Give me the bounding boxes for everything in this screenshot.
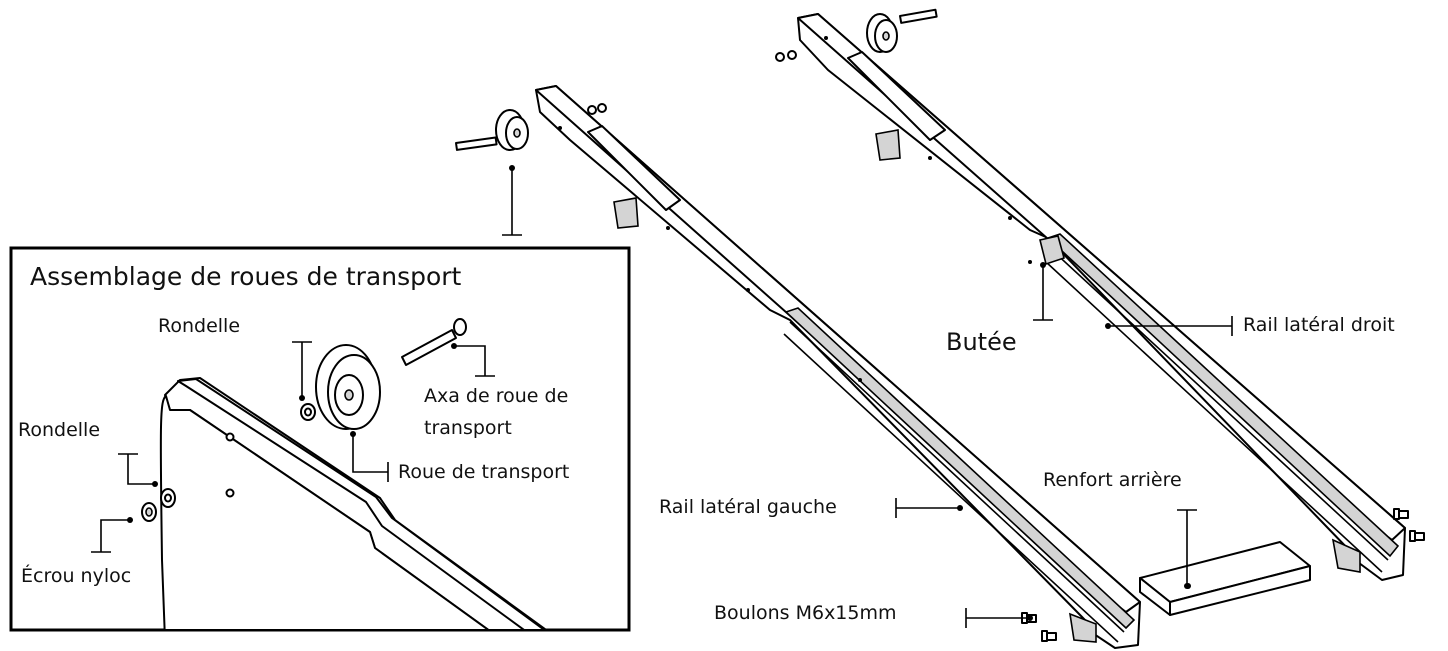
label-axle-line1: Axa de roue de: [424, 385, 569, 407]
left-side-rail: [535, 85, 1141, 649]
label-left-rail: Rail latéral gauche: [659, 496, 837, 518]
inset-panel: [9, 246, 631, 632]
label-bolts: Boulons M6x15mm: [714, 602, 897, 624]
label-nyloc-nut: Écrou nyloc: [21, 565, 132, 587]
label-rondelle-top: Rondelle: [158, 315, 241, 337]
main-leader-lines: [502, 165, 1233, 628]
inset-title: Assemblage de roues de transport: [30, 262, 462, 291]
inset-washer-left: [160, 488, 176, 508]
label-transport-wheel: Roue de transport: [398, 461, 570, 483]
label-right-rail: Rail latéral droit: [1243, 314, 1395, 336]
inset-wheel-axle: [401, 318, 467, 366]
inset-transport-wheel: [315, 344, 381, 430]
right-side-rail: [797, 13, 1406, 581]
label-rondelle-left: Rondelle: [18, 419, 101, 441]
left-rail-wheel-assembly: [454, 103, 607, 151]
label-butee: Butée: [946, 328, 1017, 356]
label-rear-reinforcement: Renfort arrière: [1043, 469, 1182, 491]
right-rail-wheel-assembly: [775, 8, 938, 62]
label-axle-line2: transport: [424, 417, 512, 439]
inset-nyloc-nut: [141, 502, 157, 522]
inset-washer-top: [300, 403, 316, 421]
rear-reinforcement-plate: [1139, 541, 1311, 616]
